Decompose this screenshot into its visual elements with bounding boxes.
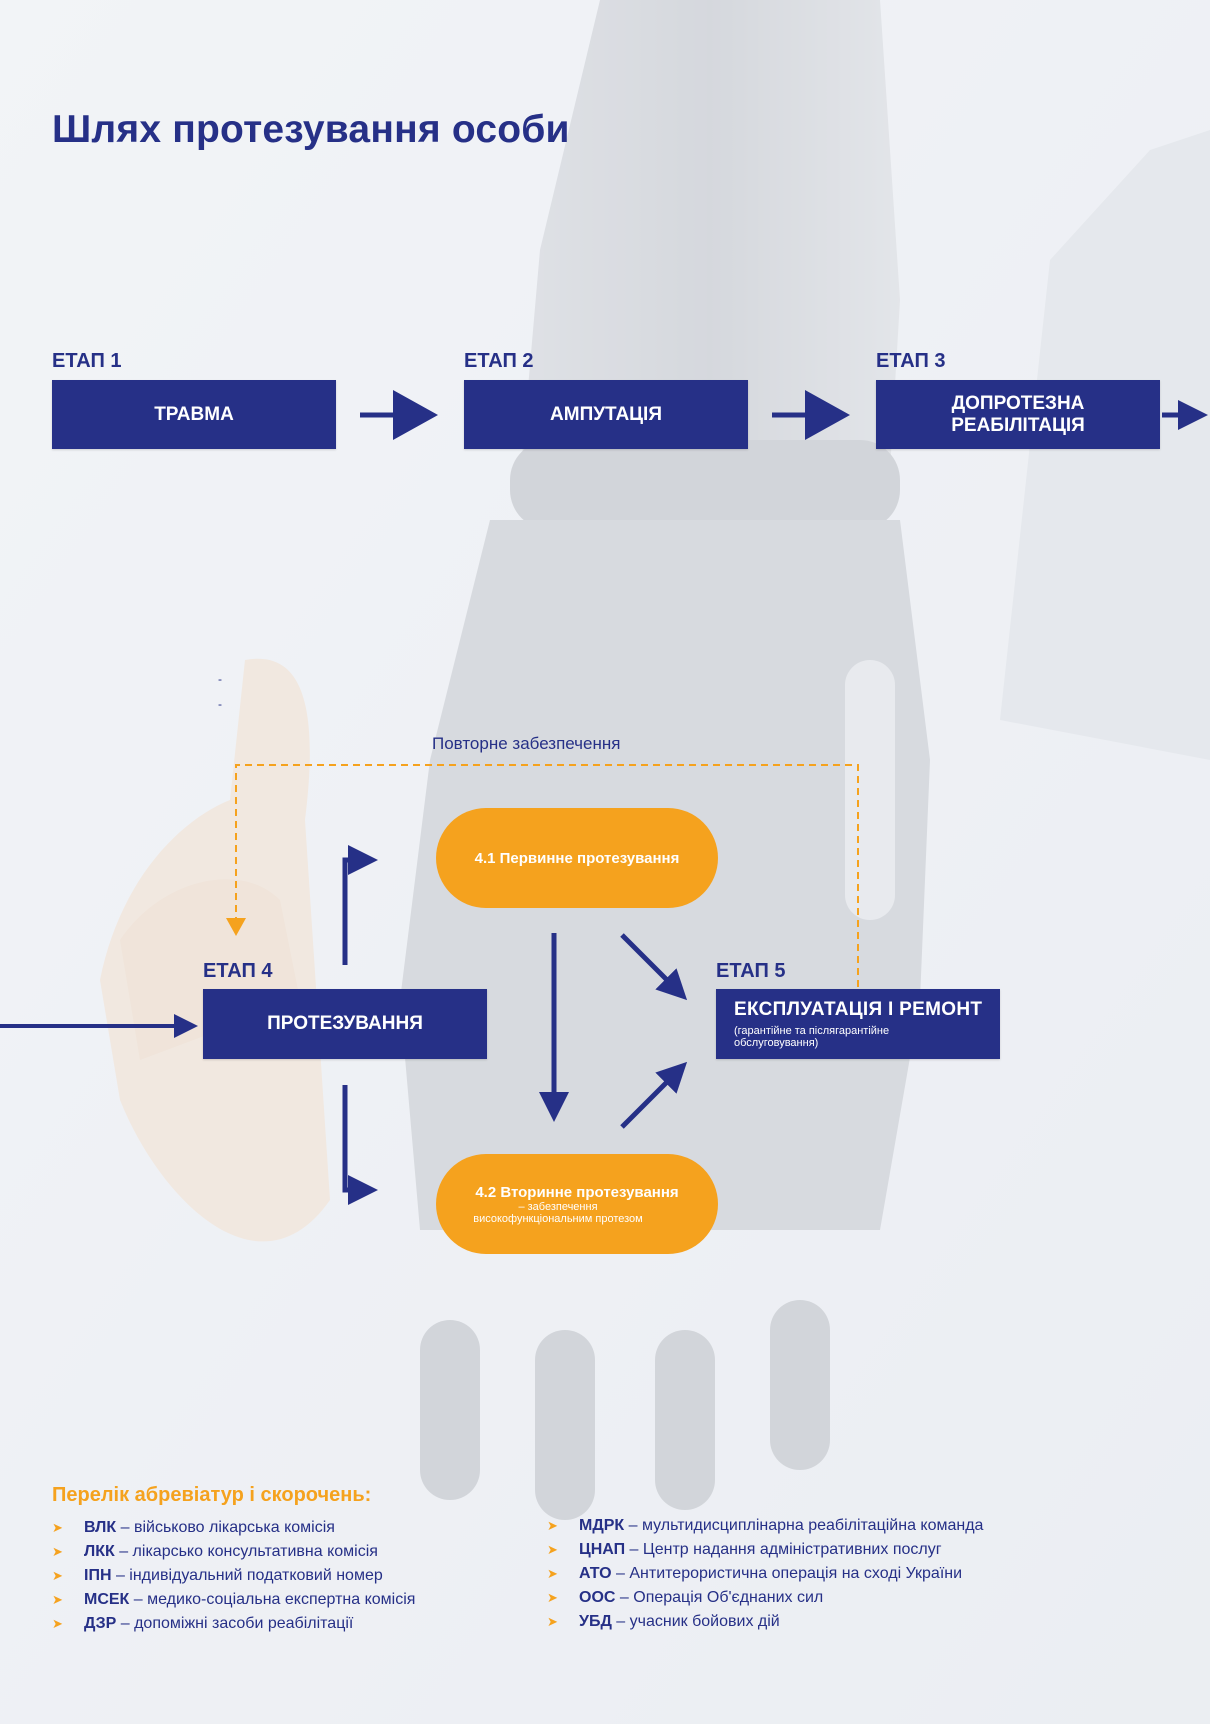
arrowhead-bullet-icon: ➤	[547, 1518, 558, 1533]
abbreviation-key: МСЕК	[84, 1591, 130, 1608]
abbreviation-text: – Операція Об'єднаних сил	[615, 1589, 824, 1606]
stage-1-label: ЕТАП 1	[52, 350, 122, 372]
arrow-primary-to-stage5	[620, 933, 688, 1001]
abbreviation-item: ➤ ДЗР – допоміжні засоби реабілітації	[52, 1612, 415, 1636]
secondary-prosthetics-sub-line1: – забезпечення	[518, 1200, 598, 1213]
abbreviation-key: ЛКК	[84, 1543, 115, 1560]
abbreviation-item: ➤ ВЛК – військово лікарська комісія	[52, 1516, 415, 1540]
abbreviations-right-list: ➤ МДРК – мультидисциплінарна реабілітацій…	[547, 1514, 983, 1634]
abbreviation-text: – учасник бойових дій	[611, 1613, 780, 1630]
abbreviation-text: – лікарсько консультативна комісія	[114, 1543, 378, 1560]
arrowhead-bullet-icon: ➤	[52, 1592, 63, 1607]
arrowhead-bullet-icon: ➤	[52, 1568, 63, 1583]
stage-3-box-line1: ДОПРОТЕЗНА	[951, 392, 1085, 414]
arrowhead-bullet-icon: ➤	[547, 1614, 558, 1629]
arrowhead-bullet-icon: ➤	[52, 1520, 63, 1535]
abbreviation-text: – Антитерористична операція на сході Укр…	[611, 1565, 963, 1582]
dash-mark-2: -	[218, 697, 222, 711]
page-title: Шлях протезування особи	[52, 108, 570, 151]
stage-4-box-text: ПРОТЕЗУВАННЯ	[267, 1013, 423, 1034]
arrowhead-bullet-icon: ➤	[547, 1590, 558, 1605]
stage-3-label: ЕТАП 3	[876, 350, 946, 372]
arrow-stage4-to-secondary	[342, 1085, 378, 1205]
stage-4-box: ПРОТЕЗУВАННЯ	[203, 989, 487, 1059]
stage-5-box-subtitle: (гарантійне та післягарантійне обслугову…	[734, 1025, 890, 1049]
abbreviation-text: – медико-соціальна експертна комісія	[129, 1591, 416, 1608]
stage-1-box: ТРАВМА	[52, 380, 336, 449]
abbreviation-item: ➤ ООС – Операція Об'єднаних сил	[547, 1586, 983, 1610]
secondary-prosthetics-pill: 4.2 Вторинне протезування – забезпечення…	[436, 1154, 718, 1254]
stage-5-label: ЕТАП 5	[716, 960, 786, 982]
secondary-prosthetics-sub-line2: високофункціональним протезом	[473, 1212, 643, 1225]
abbreviation-key: ООС	[579, 1589, 616, 1606]
stage-5-box-title: ЕКСПЛУАТАЦІЯ І РЕМОНТ	[734, 999, 983, 1020]
abbreviation-text: – індивідуальний податковий номер	[111, 1567, 383, 1584]
abbreviation-text: – мультидисциплінарна реабілітаційна ком…	[624, 1517, 984, 1534]
arrowhead-bullet-icon: ➤	[52, 1544, 63, 1559]
primary-prosthetics-title: 4.1 Первинне протезування	[474, 849, 680, 867]
abbreviation-key: ВЛК	[84, 1519, 117, 1536]
abbreviation-key: ЦНАП	[579, 1541, 626, 1558]
repeat-provision-label: Повторне забезпечення	[432, 734, 621, 753]
stage-5-box: ЕКСПЛУАТАЦІЯ І РЕМОНТ (гарантійне та піс…	[716, 989, 1000, 1059]
stage-2-label: ЕТАП 2	[464, 350, 534, 372]
abbreviation-text: – допоміжні засоби реабілітації	[116, 1615, 354, 1632]
primary-prosthetics-pill: 4.1 Первинне протезування	[436, 808, 718, 908]
abbreviations-left-list: ➤ ВЛК – військово лікарська комісія ➤ ЛКК …	[52, 1516, 415, 1636]
arrowhead-bullet-icon: ➤	[52, 1616, 63, 1631]
abbreviation-key: ДЗР	[84, 1615, 117, 1632]
stage-1-box-text: ТРАВМА	[154, 403, 234, 425]
stage-3-box-line2: РЕАБІЛІТАЦІЯ	[951, 414, 1085, 436]
abbreviation-key: УБД	[579, 1613, 612, 1630]
dash-mark-1: -	[218, 672, 222, 686]
stage-3-box: ДОПРОТЕЗНА РЕАБІЛІТАЦІЯ	[876, 380, 1160, 449]
abbreviation-item: ➤ МДРК – мультидисциплінарна реабілітацій…	[547, 1514, 983, 1538]
abbreviation-text: – військово лікарська комісія	[116, 1519, 335, 1536]
abbreviation-item: ➤ ІПН – індивідуальний податковий номер	[52, 1564, 415, 1588]
abbreviations-title: Перелік абревіатур і скорочень:	[52, 1484, 372, 1506]
secondary-prosthetics-title: 4.2 Вторинне протезування	[475, 1183, 679, 1201]
abbreviation-item: ➤ АТО – Антитерористична операція на сход…	[547, 1562, 983, 1586]
abbreviation-item: ➤ ЛКК – лікарсько консультативна комісія	[52, 1540, 415, 1564]
repeat-provision-loop	[226, 764, 859, 987]
stage-2-box-text: АМПУТАЦІЯ	[550, 403, 662, 425]
arrow-stage4-to-primary	[342, 845, 378, 965]
abbreviation-key: МДРК	[579, 1517, 625, 1534]
abbreviation-item: ➤ ЦНАП – Центр надання адміністративних п…	[547, 1538, 983, 1562]
arrowhead-bullet-icon: ➤	[547, 1542, 558, 1557]
abbreviation-key: АТО	[579, 1565, 612, 1582]
abbreviation-item: ➤ МСЕК – медико-соціальна експертна коміс…	[52, 1588, 415, 1612]
abbreviation-key: ІПН	[84, 1567, 112, 1584]
stage-2-box: АМПУТАЦІЯ	[464, 380, 748, 449]
abbreviation-item: ➤ УБД – учасник бойових дій	[547, 1610, 983, 1634]
arrow-secondary-to-stage5	[620, 1061, 688, 1129]
arrowhead-bullet-icon: ➤	[547, 1566, 558, 1581]
stage-4-label: ЕТАП 4	[203, 960, 273, 982]
abbreviation-text: – Центр надання адміністративних послуг	[625, 1541, 942, 1558]
